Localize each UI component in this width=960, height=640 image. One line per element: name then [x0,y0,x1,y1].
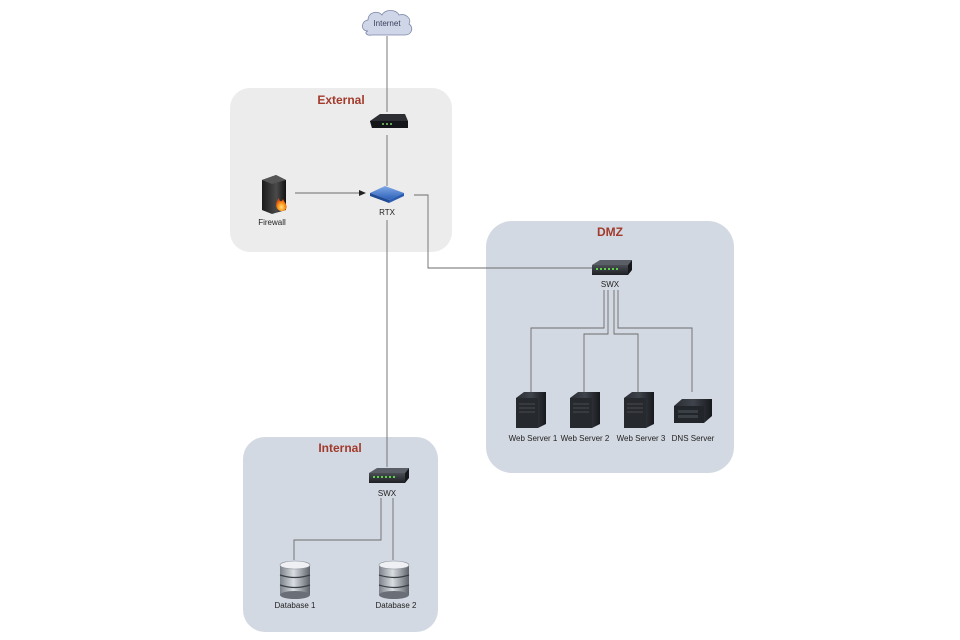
connections [293,36,693,560]
switch-icon [592,260,632,275]
web-server-2-label: Web Server 2 [561,434,610,443]
internet-node: Internet [361,10,413,36]
router-icon [370,186,404,203]
web-server-2-node: Web Server 2 [561,392,610,443]
firewall-node: Firewall [258,175,287,227]
wire-swx-web2 [583,290,609,392]
zone-external: External [230,88,452,252]
firewall-label: Firewall [258,218,286,227]
web-server-3-node: Web Server 3 [617,392,666,443]
database-2-node: Database 2 [376,560,417,610]
server-tower-icon [570,392,600,428]
database-1-label: Database 1 [275,601,316,610]
database-1-node: Database 1 [275,560,316,610]
database-2-label: Database 2 [376,601,417,610]
dns-server-icon [674,399,712,423]
database-icon [378,560,410,599]
modem-icon [370,114,408,128]
zone-dmz-title: DMZ [597,225,623,239]
web-server-3-label: Web Server 3 [617,434,666,443]
swx-dmz-label: SWX [601,280,620,289]
dns-server-label: DNS Server [672,434,715,443]
internet-label: Internet [373,19,401,28]
firewall-icon [262,175,287,214]
rtx-label: RTX [379,208,396,217]
rtx-node: RTX [370,186,404,217]
cloud-icon [361,10,413,36]
arrowhead-icon [359,190,366,196]
swx-dmz-node: SWX [592,260,632,289]
swx-internal-node: SWX [369,468,409,498]
zone-external-title: External [317,93,364,107]
switch-icon [369,468,409,483]
server-tower-icon [516,392,546,428]
wire-swx-dns [617,290,693,392]
zone-internal-title: Internal [318,441,361,455]
server-tower-icon [624,392,654,428]
database-icon [279,560,311,599]
web-server-1-label: Web Server 1 [509,434,558,443]
wire-swx-db1 [293,498,382,560]
wire-rtx-swx-dmz [414,194,592,269]
wire-swx-web1 [530,290,605,392]
zone-dmz: DMZ [486,221,734,473]
wire-swx-web3 [613,290,639,392]
web-server-1-node: Web Server 1 [509,392,558,443]
swx-internal-label: SWX [378,489,397,498]
modem-node [370,114,408,128]
dns-server-node: DNS Server [672,399,715,443]
